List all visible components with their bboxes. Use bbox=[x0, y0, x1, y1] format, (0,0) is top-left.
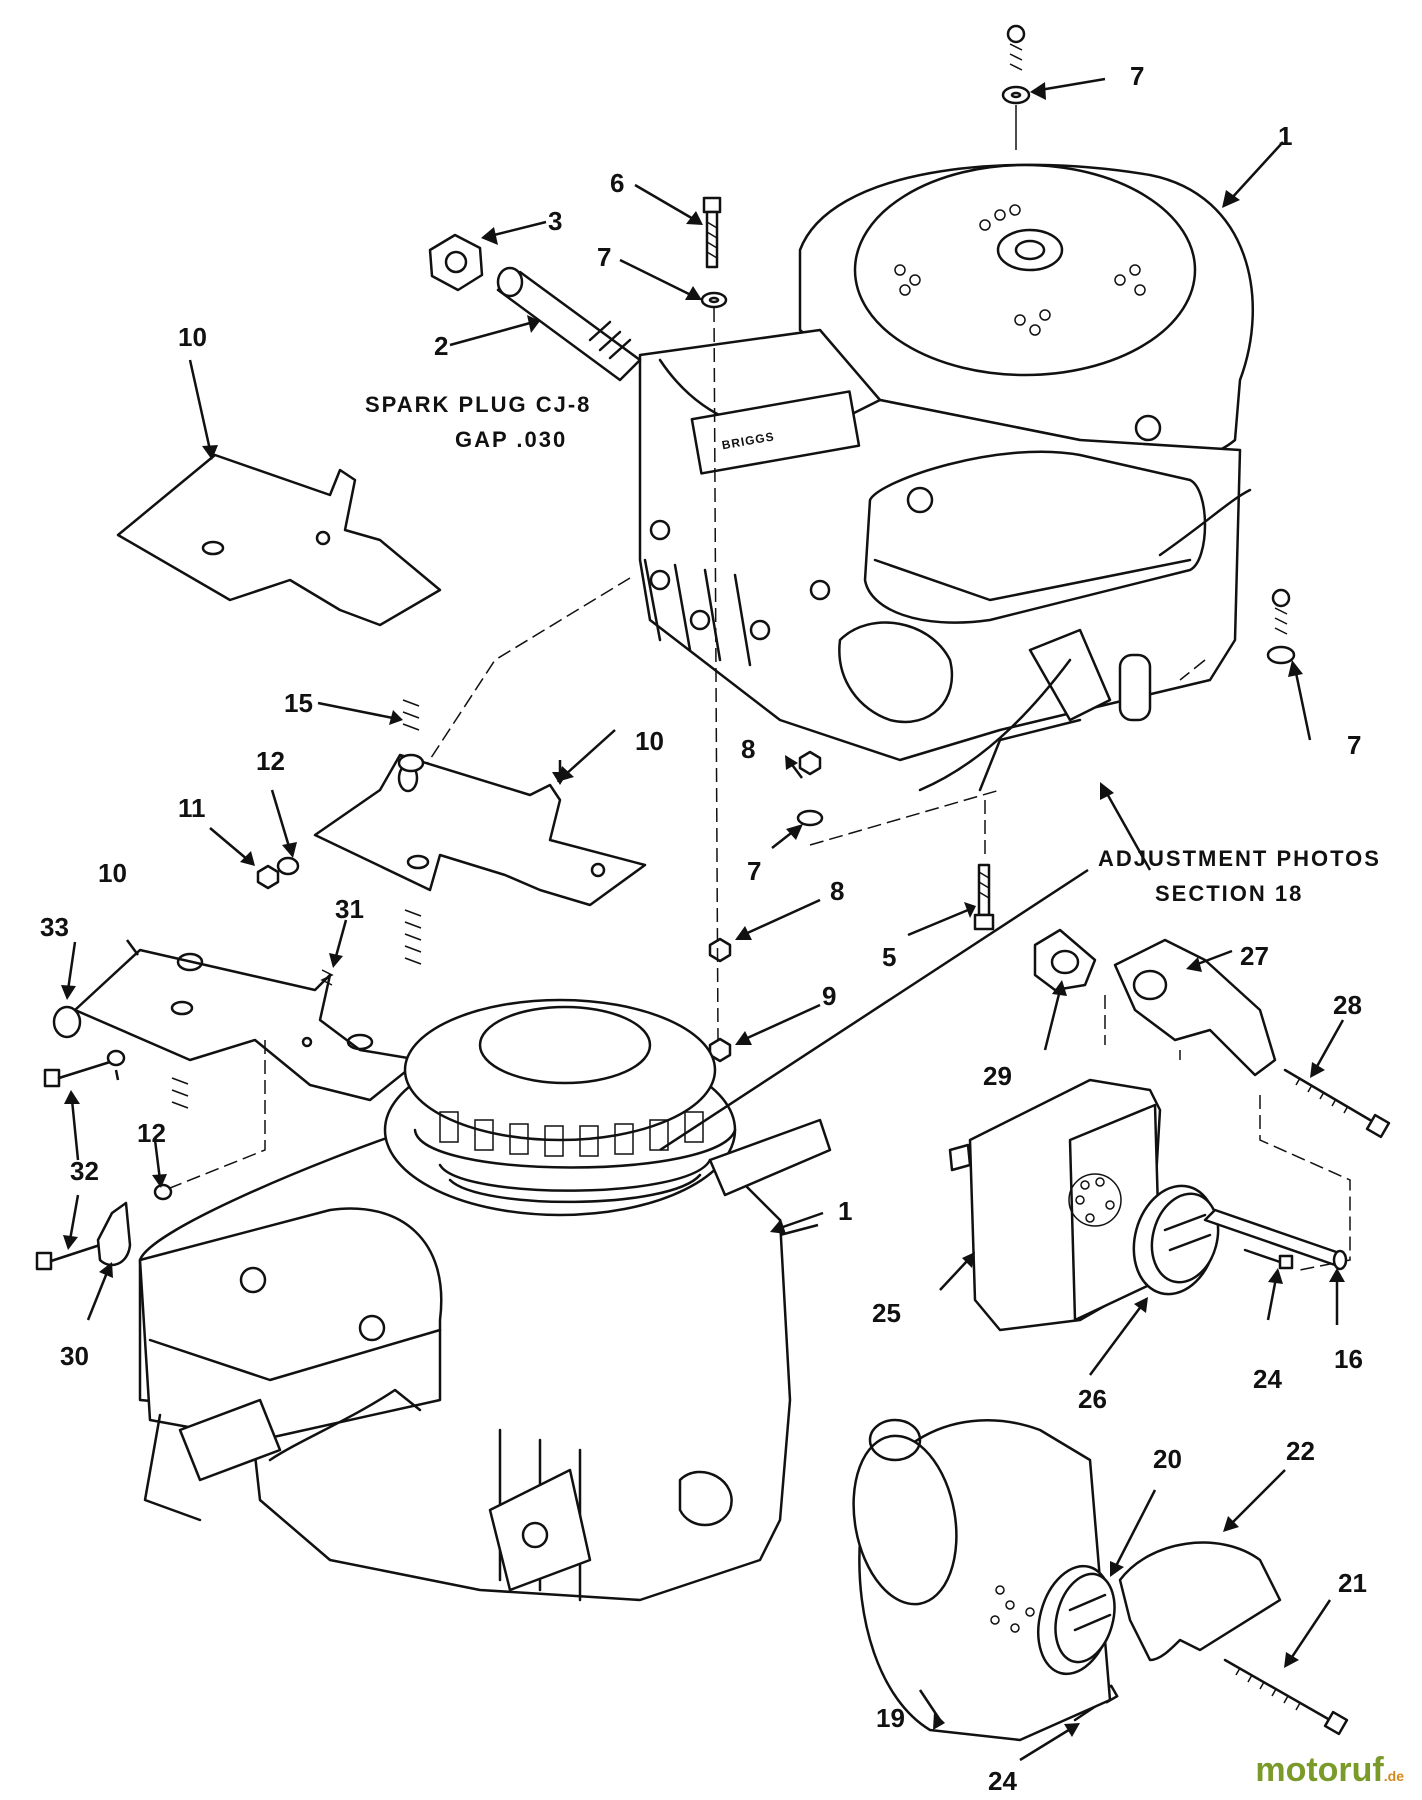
bracket-part-10-middle bbox=[313, 753, 647, 907]
callout-1-lower: 1 bbox=[838, 1196, 852, 1226]
bracket-part-10-top bbox=[116, 453, 442, 627]
bracket-part-10-lower bbox=[73, 948, 422, 1102]
upper-engine-part-1: BRIGGS bbox=[638, 163, 1255, 792]
callout-labels: 1 7 3 6 7 2 10 15 10 12 11 8 7 7 8 5 9 1… bbox=[40, 61, 1367, 1796]
spark-fitting-part-2 bbox=[496, 266, 642, 382]
bolt-part-6 bbox=[702, 196, 722, 269]
callout-2: 2 bbox=[434, 331, 448, 361]
adjustment-note-line2: SECTION 18 bbox=[1155, 881, 1303, 906]
washer-part-12-upper bbox=[276, 856, 300, 876]
callout-27: 27 bbox=[1240, 941, 1269, 971]
callout-10-lower: 10 bbox=[98, 858, 127, 888]
long-bolt-part-28 bbox=[1283, 1068, 1391, 1139]
washer-part-12-lower-a bbox=[106, 1049, 126, 1067]
adjustment-note-line1: ADJUSTMENT PHOTOS bbox=[1098, 846, 1381, 871]
muffler-part-25 bbox=[948, 1078, 1162, 1332]
nut-part-11 bbox=[256, 864, 280, 890]
callout-15: 15 bbox=[284, 688, 313, 718]
callout-12-middle: 12 bbox=[137, 1118, 166, 1148]
callout-6: 6 bbox=[610, 168, 624, 198]
callout-20: 20 bbox=[1153, 1444, 1182, 1474]
callout-8-upper: 8 bbox=[741, 734, 755, 764]
callout-24-upper: 24 bbox=[1253, 1364, 1282, 1394]
callout-29: 29 bbox=[983, 1061, 1012, 1091]
nut-part-8-upper bbox=[798, 750, 822, 776]
callout-24-lower: 24 bbox=[988, 1766, 1017, 1796]
spark-plug-note-line2: GAP .030 bbox=[455, 427, 567, 452]
callout-5: 5 bbox=[882, 942, 896, 972]
callout-25: 25 bbox=[872, 1298, 901, 1328]
washer-part-15 bbox=[397, 753, 425, 773]
washer-part-7-middle bbox=[796, 809, 824, 827]
long-bolt-part-21 bbox=[1223, 1658, 1349, 1736]
bolts-part-32 bbox=[35, 1060, 112, 1271]
screw-part-24-upper bbox=[1243, 1248, 1294, 1270]
callout-16: 16 bbox=[1334, 1344, 1363, 1374]
callout-3: 3 bbox=[548, 206, 562, 236]
callout-8-lower: 8 bbox=[830, 876, 844, 906]
callout-32: 32 bbox=[70, 1156, 99, 1186]
callout-11: 11 bbox=[178, 793, 206, 823]
spark-arrester-part-26 bbox=[1132, 1184, 1220, 1296]
clamp-part-30 bbox=[96, 1201, 132, 1267]
gasket-part-29 bbox=[1033, 928, 1097, 992]
callout-31: 31 bbox=[335, 894, 364, 924]
callout-12-upper: 12 bbox=[256, 746, 285, 776]
callout-7-upper: 7 bbox=[597, 242, 611, 272]
washer-part-12-lower-b bbox=[153, 1183, 173, 1201]
bolt-part-5 bbox=[973, 863, 995, 931]
nut-part-8-lower bbox=[708, 937, 732, 963]
lower-engine-part-1 bbox=[138, 998, 832, 1602]
spark-plug-note-line1: SPARK PLUG CJ-8 bbox=[365, 392, 591, 417]
screw-part-7-top bbox=[1001, 24, 1031, 150]
callout-26: 26 bbox=[1078, 1384, 1107, 1414]
callout-9: 9 bbox=[822, 981, 836, 1011]
leader-arrows bbox=[61, 77, 1345, 1762]
callout-21: 21 bbox=[1338, 1568, 1367, 1598]
callout-10-middle: 10 bbox=[635, 726, 664, 756]
callout-22: 22 bbox=[1286, 1436, 1315, 1466]
callout-28: 28 bbox=[1333, 990, 1362, 1020]
callout-7-right: 7 bbox=[1347, 730, 1361, 760]
flange-bracket-part-27 bbox=[1113, 938, 1277, 1077]
watermark-logo: motoruf.de bbox=[1255, 1751, 1404, 1789]
washer-part-7-upper bbox=[700, 291, 728, 309]
callout-7-top: 7 bbox=[1130, 61, 1144, 91]
callout-1-upper: 1 bbox=[1278, 121, 1292, 151]
spark-arrester-part-20 bbox=[1037, 1564, 1116, 1676]
notes: SPARK PLUG CJ-8 GAP .030 ADJUSTMENT PHOT… bbox=[365, 392, 1381, 906]
callout-30: 30 bbox=[60, 1341, 89, 1371]
callout-33: 33 bbox=[40, 912, 69, 942]
spacer-part-16 bbox=[1203, 1208, 1348, 1271]
callout-10-top: 10 bbox=[178, 322, 207, 352]
callout-7-middle: 7 bbox=[747, 856, 761, 886]
screw-part-7-right bbox=[1266, 588, 1296, 665]
deflector-part-22 bbox=[1118, 1541, 1282, 1662]
grommet-part-33 bbox=[52, 1005, 82, 1039]
hex-nut-part-3 bbox=[428, 233, 484, 292]
callout-19: 19 bbox=[876, 1703, 905, 1733]
clip-part-31 bbox=[320, 969, 334, 986]
